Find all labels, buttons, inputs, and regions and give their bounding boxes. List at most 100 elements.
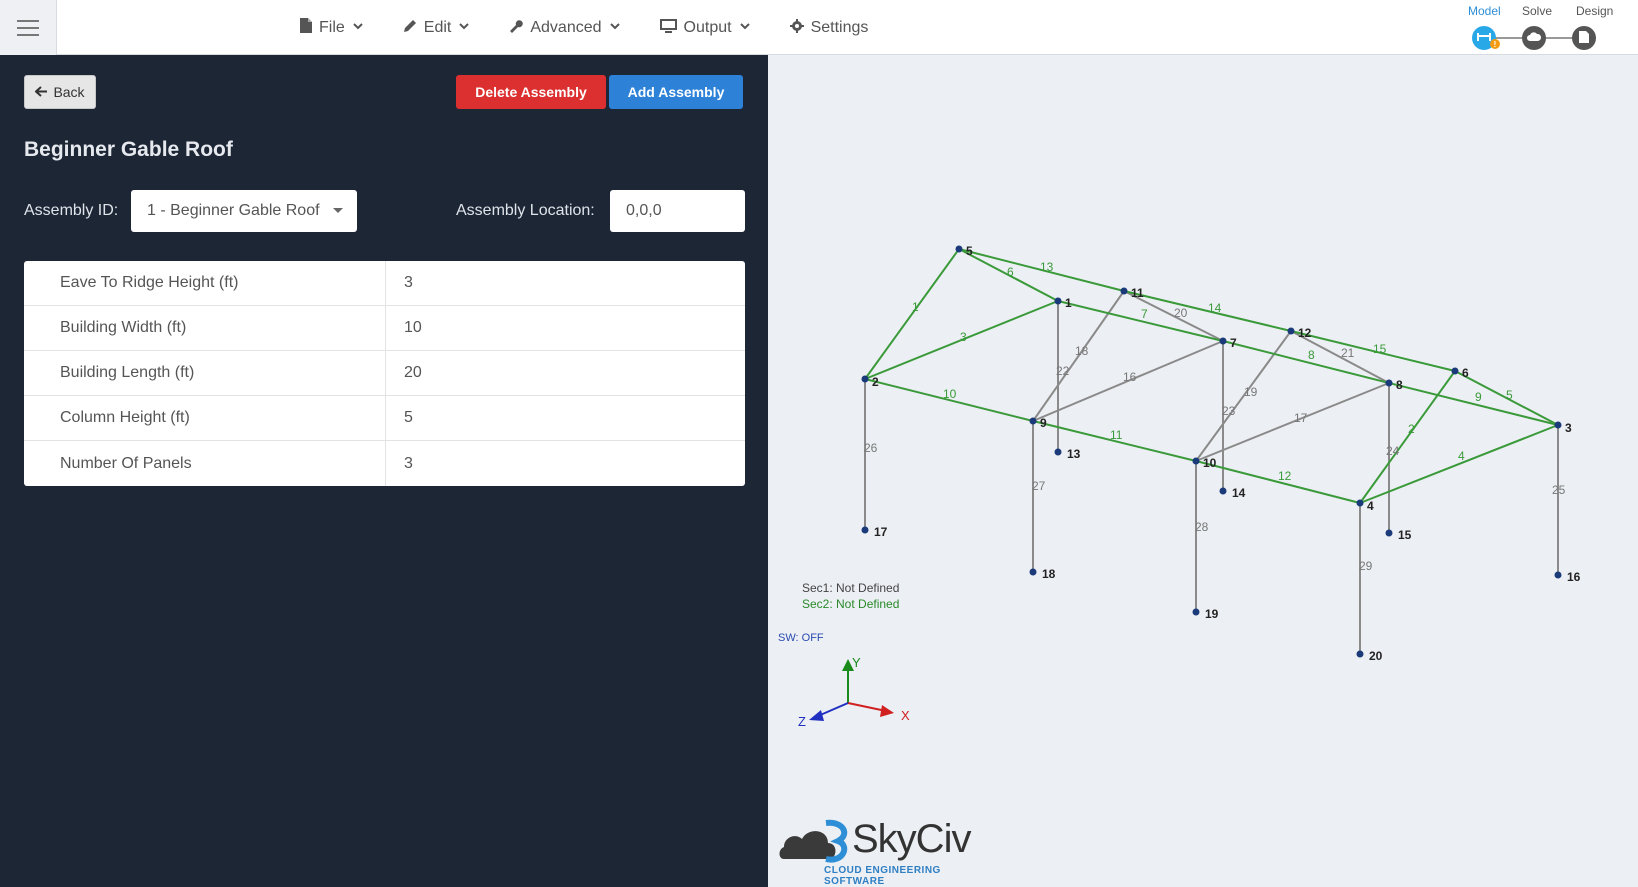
- axis-y-label: Y: [852, 655, 861, 670]
- member-8[interactable]: [1222, 340, 1390, 384]
- chevron-down-icon: [459, 22, 470, 33]
- assembly-id-select[interactable]: 1 - Beginner Gable Roof: [131, 190, 357, 232]
- structure-drawing[interactable]: 1 2 3 4 5 6 7 8 9 10 11 12 13 14 15 16 1…: [768, 55, 1638, 887]
- menu-output[interactable]: Output: [659, 18, 750, 37]
- member-12[interactable]: [1195, 460, 1361, 504]
- delete-assembly-button[interactable]: Delete Assembly: [456, 75, 606, 109]
- member-6[interactable]: [958, 248, 1059, 302]
- table-row: Eave To Ridge Height (ft) 3: [24, 261, 745, 306]
- param-value-input[interactable]: 10: [404, 319, 422, 336]
- param-label: Building Length (ft): [24, 351, 386, 395]
- node-15[interactable]: [1385, 529, 1393, 537]
- node-label: 2: [872, 375, 879, 389]
- node-10[interactable]: [1192, 457, 1200, 465]
- member-label: 29: [1359, 559, 1373, 573]
- param-value-input[interactable]: 20: [404, 364, 422, 381]
- node-label: 12: [1298, 326, 1312, 340]
- node-8[interactable]: [1385, 379, 1393, 387]
- chevron-down-icon: [353, 22, 363, 33]
- param-value-input[interactable]: 3: [404, 454, 413, 472]
- menu-edit[interactable]: Edit: [403, 19, 470, 37]
- step-design-label: Design: [1576, 4, 1614, 18]
- node-label: 19: [1205, 607, 1219, 621]
- member-20[interactable]: [1123, 290, 1224, 342]
- param-value-input[interactable]: 3: [404, 274, 413, 291]
- menu-advanced-label: Advanced: [530, 18, 602, 36]
- table-row: Building Width (ft) 10: [24, 306, 745, 351]
- member-label: 19: [1244, 385, 1258, 399]
- member-13[interactable]: [958, 248, 1125, 292]
- member-label: 4: [1458, 449, 1465, 463]
- node-14[interactable]: [1219, 487, 1227, 495]
- member-label: 22: [1056, 364, 1070, 378]
- node-5[interactable]: [955, 245, 963, 253]
- node-2[interactable]: [861, 375, 869, 383]
- member-label: 12: [1278, 469, 1292, 483]
- node-20[interactable]: [1356, 650, 1364, 658]
- member-10[interactable]: [864, 378, 1034, 422]
- node-3[interactable]: [1554, 421, 1562, 429]
- cloud-icon: [1527, 31, 1542, 45]
- member-9[interactable]: [1388, 382, 1559, 426]
- member-label: 27: [1032, 479, 1046, 493]
- model-canvas[interactable]: 1 2 3 4 5 6 7 8 9 10 11 12 13 14 15 16 1…: [768, 55, 1638, 887]
- node-13[interactable]: [1054, 448, 1062, 456]
- section-legend-sec2: Sec2: Not Defined: [802, 597, 900, 611]
- node-11[interactable]: [1120, 287, 1128, 295]
- member-19[interactable]: [1195, 330, 1292, 462]
- node-7[interactable]: [1219, 337, 1227, 345]
- member-11[interactable]: [1032, 420, 1197, 462]
- member-17[interactable]: [1195, 382, 1390, 462]
- hamburger-icon: [17, 17, 39, 38]
- menu-file-label: File: [319, 18, 345, 36]
- member-21[interactable]: [1290, 330, 1390, 384]
- param-value-input[interactable]: 5: [404, 409, 413, 426]
- member-label: 1: [912, 300, 919, 314]
- node-label: 15: [1398, 528, 1412, 542]
- node-17[interactable]: [861, 526, 869, 534]
- member-1[interactable]: [864, 248, 960, 380]
- member-15[interactable]: [1290, 330, 1456, 372]
- table-row: Number Of Panels 3: [24, 441, 745, 486]
- member-2[interactable]: [1359, 370, 1456, 504]
- skyciv-cloud-icon: [779, 819, 848, 863]
- axis-z-label: Z: [798, 714, 806, 729]
- hamburger-menu-button[interactable]: [0, 0, 57, 55]
- table-row: Column Height (ft) 5: [24, 396, 745, 441]
- member-label: 18: [1075, 344, 1089, 358]
- self-weight-status: SW: OFF: [778, 632, 824, 644]
- member-16[interactable]: [1032, 340, 1224, 422]
- member-14[interactable]: [1123, 290, 1292, 332]
- workflow-steps: Model Solve Design !: [1468, 4, 1618, 50]
- back-button[interactable]: Back: [24, 75, 96, 109]
- caret-down-icon: [333, 208, 343, 213]
- node-1[interactable]: [1054, 297, 1062, 305]
- chevron-down-icon: [739, 22, 750, 33]
- node-12[interactable]: [1287, 327, 1295, 335]
- assembly-location-input[interactable]: 0,0,0: [610, 190, 745, 232]
- param-label: Building Width (ft): [24, 306, 386, 350]
- member-5[interactable]: [1454, 370, 1559, 426]
- menu-file[interactable]: File: [300, 18, 363, 37]
- node-6[interactable]: [1451, 367, 1459, 375]
- node-19[interactable]: [1192, 608, 1200, 616]
- node-9[interactable]: [1029, 417, 1037, 425]
- parameters-table: Eave To Ridge Height (ft) 3 Building Wid…: [24, 261, 745, 486]
- node-18[interactable]: [1029, 568, 1037, 576]
- menu-advanced[interactable]: Advanced: [509, 18, 620, 37]
- node-16[interactable]: [1554, 571, 1562, 579]
- member-3[interactable]: [864, 300, 1059, 380]
- step-design-button[interactable]: [1572, 26, 1596, 50]
- member-7[interactable]: [1057, 300, 1224, 342]
- member-label: 10: [943, 387, 957, 401]
- member-4[interactable]: [1359, 424, 1559, 504]
- node-label: 14: [1232, 486, 1246, 500]
- arrow-left-icon: [34, 85, 48, 100]
- node-label: 1: [1065, 296, 1072, 310]
- menu-settings[interactable]: Settings: [789, 18, 868, 37]
- assembly-id-label: Assembly ID:: [24, 202, 119, 219]
- step-solve-button[interactable]: [1522, 26, 1546, 50]
- node-label: 10: [1203, 456, 1217, 470]
- node-4[interactable]: [1356, 499, 1364, 507]
- add-assembly-button[interactable]: Add Assembly: [609, 75, 743, 109]
